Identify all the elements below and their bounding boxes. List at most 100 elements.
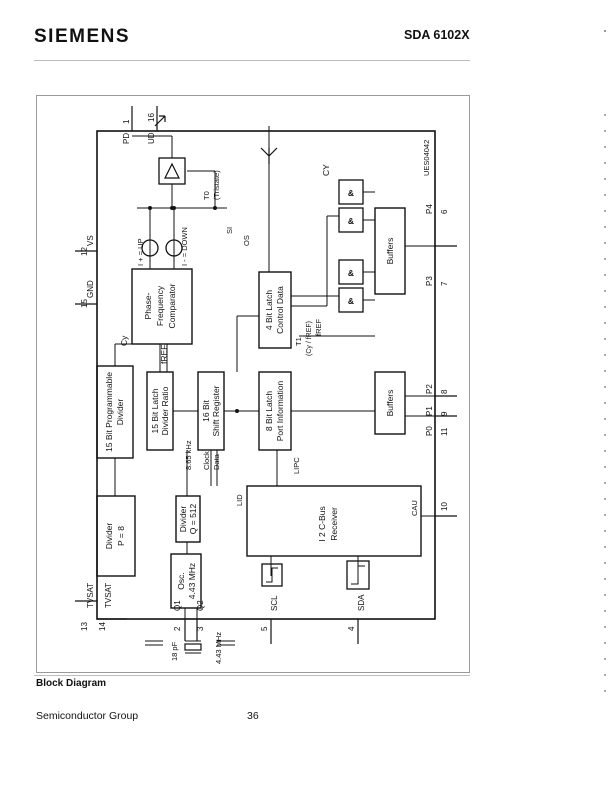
- pin-3-num: 3: [196, 626, 205, 631]
- block-diagram-figure: 15 Bit Programmable Divider Phase- Frequ…: [36, 95, 470, 673]
- pin-14-name: TVSAT: [104, 583, 113, 608]
- transistor-os: [260, 147, 278, 164]
- label-lipc: LIPC: [292, 457, 301, 474]
- pin-5-num: 5: [260, 626, 269, 631]
- phase-comparator-block: [131, 268, 193, 345]
- i2c-receiver-block: [246, 485, 422, 557]
- pin-2-num: 2: [173, 626, 182, 631]
- label-865khz: 8.65 kHz: [184, 440, 193, 470]
- header-rule: [34, 60, 470, 61]
- junctions: [148, 206, 239, 413]
- part-number: SDA 6102X: [404, 28, 470, 42]
- shift-reg-l2: Shift Register: [211, 385, 221, 436]
- label-si: SI: [225, 227, 234, 234]
- label-cy: Cy: [119, 335, 129, 346]
- oscillator-block: [170, 553, 202, 609]
- figure-id: UES04042: [422, 140, 431, 176]
- divider-q-l1: Divider: [178, 506, 188, 533]
- label-cy-top: CY: [321, 164, 331, 176]
- pin-16-name: UD: [147, 132, 156, 144]
- pin-15-num: 15: [80, 299, 89, 308]
- latch-ratio-l1: 15 Bit Latch: [150, 388, 160, 433]
- scl-schmitt: [261, 563, 283, 587]
- siemens-logo: SIEMENS: [34, 26, 131, 47]
- divider-q-l2: Q = 512: [188, 503, 198, 534]
- label-up: I + = UP: [136, 238, 145, 266]
- pin-11-name: P0: [425, 426, 434, 436]
- osc-l2: 4.43 MHz: [187, 563, 197, 599]
- pin-8-num: 8: [440, 389, 449, 394]
- phase-comp-l3: Comparator: [167, 283, 177, 328]
- footer-rule: [34, 675, 470, 676]
- label-t1-sub: (Cy / fREF): [306, 321, 313, 356]
- label-down: I - = DOWN: [180, 227, 189, 266]
- pin-16-num: 16: [147, 113, 156, 122]
- pin-7-num: 7: [440, 281, 449, 286]
- pin-10-num: 10: [440, 502, 449, 511]
- buffers-lower-block: [374, 371, 406, 435]
- pin-4-num: 4: [347, 626, 356, 631]
- buffers-lower-label: Buffers: [385, 390, 395, 417]
- pin-3-name: Q2: [196, 600, 205, 611]
- crystal: [184, 643, 202, 651]
- buffers-upper-block: [374, 207, 406, 295]
- pin-11-num: 11: [440, 427, 449, 436]
- pin-5-name: SCL: [270, 595, 279, 611]
- pin-6-name: P4: [425, 204, 434, 214]
- wires: [114, 126, 435, 641]
- latch-control-l1: 4 Bit Latch: [264, 290, 274, 330]
- label-t1: T1: [294, 337, 303, 346]
- pin-12-num: 12: [80, 247, 89, 256]
- pin-8-name: P2: [425, 384, 434, 394]
- latch-ratio-l2: Divider Ratio: [160, 386, 170, 435]
- and-gate-4-label: &: [348, 296, 354, 306]
- pd-buffer: [158, 157, 186, 185]
- latch-control-l2: Control Data: [275, 286, 285, 334]
- prog-divider-l2: Divider: [115, 399, 125, 426]
- i2c-l2: Receiver: [329, 507, 339, 541]
- divider-p-l1: Divider: [104, 523, 114, 550]
- and-gate-3-label: &: [348, 268, 354, 278]
- page-number: 36: [247, 710, 259, 722]
- pin-2-name: Q1: [173, 600, 182, 611]
- pin-6-num: 6: [440, 209, 449, 214]
- label-tristate: (Tristate): [212, 170, 221, 200]
- label-fref: fREF: [159, 345, 169, 364]
- and-gate-1-label: &: [348, 188, 354, 198]
- latch-port-l2: Port Information: [275, 380, 285, 441]
- scan-edge-mark: [604, 100, 606, 700]
- label-os: OS: [242, 235, 251, 246]
- label-cau: CAU: [410, 500, 419, 516]
- pin-14-num: 14: [98, 622, 107, 631]
- divider-p-block: [96, 495, 136, 577]
- pin-13-name: TVSAT: [86, 583, 95, 608]
- i2c-l1: I 2 C-Bus: [317, 506, 327, 541]
- pin-4-name: SDA: [357, 594, 366, 611]
- divider-p-l2: P = 8: [116, 526, 126, 546]
- buffers-upper-label: Buffers: [385, 238, 395, 265]
- latch-port-l1: 8 Bit Latch: [264, 391, 274, 431]
- label-crystal: 4.43 MHz: [214, 632, 223, 664]
- label-cap: 18 pF: [170, 641, 179, 661]
- shift-reg-l1: 16 Bit: [201, 400, 211, 422]
- divider-q-block: [175, 495, 201, 543]
- figure-caption: Block Diagram: [36, 678, 107, 689]
- pin-13-num: 13: [80, 622, 89, 631]
- pin-stubs: [75, 106, 457, 644]
- pin-12-name: VS: [86, 235, 95, 246]
- pin-1-name: PD: [122, 133, 131, 144]
- label-fref2: fREF: [314, 318, 323, 336]
- latch-control-block: [258, 271, 292, 349]
- phase-comp-l1: Phase-: [143, 292, 153, 319]
- label-lid: LID: [235, 494, 244, 506]
- label-clock: Clock: [202, 451, 211, 470]
- prog-divider-l1: 15 Bit Programmable: [104, 372, 114, 452]
- footer-publisher: Semiconductor Group: [36, 710, 139, 722]
- pin-9-num: 9: [440, 411, 449, 416]
- scan-edge-mark: [604, 30, 606, 32]
- phase-comp-l2: Frequency: [155, 285, 165, 326]
- pin-1-num: 1: [122, 119, 131, 124]
- label-data: Data: [212, 453, 221, 470]
- block-diagram: 15 Bit Programmable Divider Phase- Frequ…: [75, 106, 457, 664]
- and-gate-2-label: &: [348, 216, 354, 226]
